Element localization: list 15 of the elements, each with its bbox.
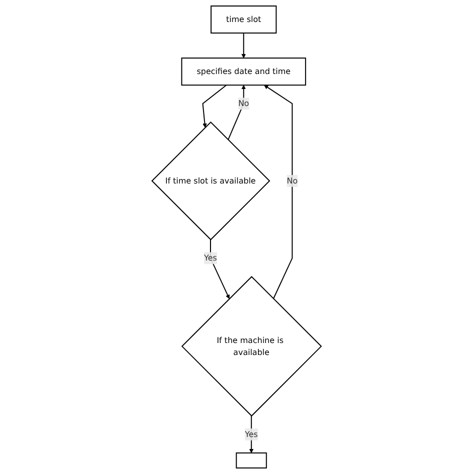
arrow — [228, 84, 246, 140]
node-diamond: If time slot is available — [152, 121, 271, 240]
node-box: specifies date and time — [182, 58, 306, 86]
arrow — [250, 415, 254, 454]
edge-label: No — [238, 98, 250, 108]
node-box — [236, 452, 268, 468]
arrow — [210, 239, 230, 299]
edge-label: Yes — [245, 429, 258, 439]
node-box: time slot — [210, 6, 278, 34]
edge-label: Yes — [204, 253, 218, 263]
arrow — [242, 32, 246, 58]
arrow — [264, 84, 294, 300]
edge-label: No — [287, 176, 298, 186]
arrow — [202, 84, 228, 128]
node-diamond: If the machine is available — [182, 276, 322, 417]
